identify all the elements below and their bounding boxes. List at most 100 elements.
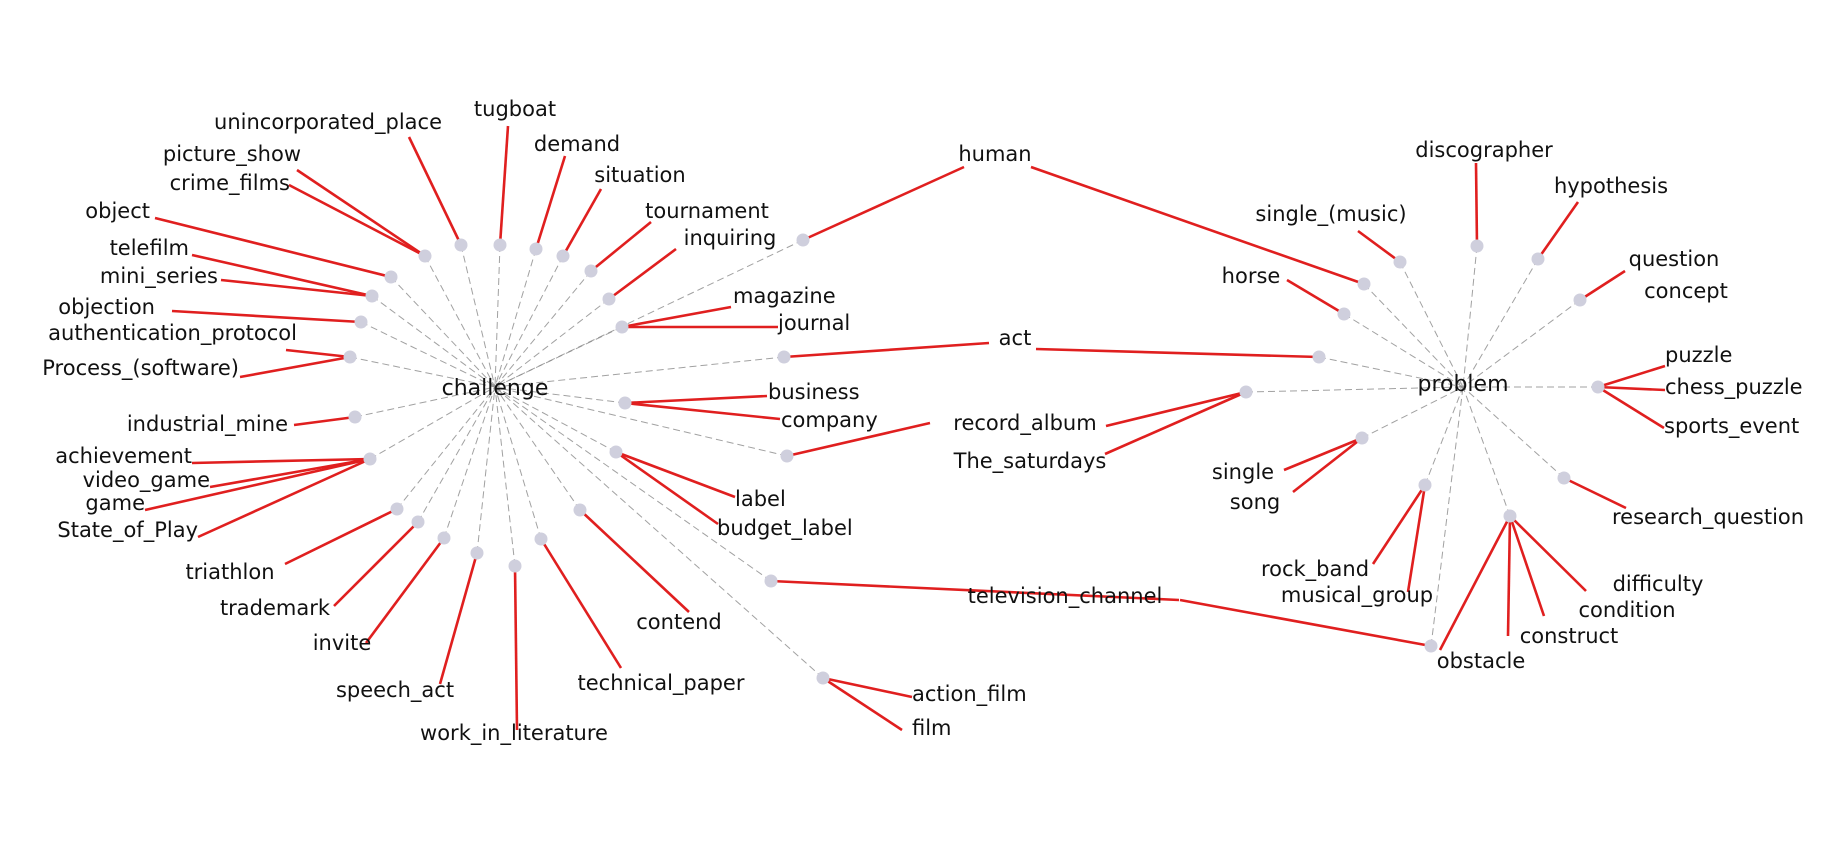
graph-node[interactable] bbox=[1503, 509, 1517, 523]
spoke-edge bbox=[1462, 258, 1539, 388]
leader-line bbox=[539, 538, 623, 669]
spoke-edge bbox=[1318, 356, 1464, 388]
node-label: magazine bbox=[733, 284, 836, 308]
spoke-edge bbox=[460, 244, 496, 388]
graph-node[interactable] bbox=[390, 502, 404, 516]
graph-node[interactable] bbox=[411, 515, 425, 529]
node-label: mini_series bbox=[100, 264, 218, 289]
spoke-edge bbox=[1245, 386, 1464, 393]
leader-line bbox=[1030, 165, 1365, 286]
leader-line bbox=[534, 155, 567, 250]
graph-node[interactable] bbox=[529, 242, 543, 256]
node-label: telefilm bbox=[110, 236, 189, 260]
graph-node[interactable] bbox=[1531, 252, 1545, 266]
hub-label-challenge: challenge bbox=[442, 376, 549, 401]
leader-line bbox=[621, 305, 732, 329]
graph-node[interactable] bbox=[418, 249, 432, 263]
spoke-edge bbox=[476, 386, 496, 554]
leader-line bbox=[1292, 436, 1363, 494]
node-label: puzzle bbox=[1665, 343, 1732, 367]
node-label: company bbox=[781, 408, 878, 432]
leader-line bbox=[1509, 515, 1587, 592]
leader-line bbox=[615, 450, 719, 526]
graph-node[interactable] bbox=[777, 350, 791, 364]
graph-node[interactable] bbox=[437, 531, 451, 545]
leader-line bbox=[1508, 515, 1546, 617]
spoke-edge bbox=[1361, 386, 1464, 439]
spoke-edge bbox=[494, 255, 564, 388]
spoke-edge bbox=[494, 386, 542, 540]
node-label: chess_puzzle bbox=[1665, 375, 1803, 400]
graph-node[interactable] bbox=[1418, 478, 1432, 492]
graph-node[interactable] bbox=[609, 445, 623, 459]
graph-node[interactable] bbox=[363, 452, 377, 466]
leader-line bbox=[786, 421, 931, 458]
leader-line bbox=[1563, 476, 1627, 510]
graph-node[interactable] bbox=[602, 292, 616, 306]
node-label: obstacle bbox=[1437, 649, 1526, 673]
graph-node[interactable] bbox=[1355, 431, 1369, 445]
node-label: single bbox=[1212, 460, 1274, 484]
graph-node[interactable] bbox=[1312, 350, 1326, 364]
spoke-edge bbox=[494, 239, 804, 388]
graph-node[interactable] bbox=[584, 264, 598, 278]
node-label: act bbox=[999, 326, 1032, 350]
graph-node[interactable] bbox=[493, 238, 507, 252]
node-label: contend bbox=[636, 610, 722, 634]
graph-node[interactable] bbox=[1337, 307, 1351, 321]
node-label: human bbox=[958, 142, 1031, 166]
leader-line bbox=[220, 278, 373, 298]
graph-node[interactable] bbox=[454, 238, 468, 252]
graph-node[interactable] bbox=[508, 559, 522, 573]
node-label: business bbox=[768, 380, 860, 404]
graph-node[interactable] bbox=[573, 503, 587, 517]
graph-node[interactable] bbox=[816, 671, 830, 685]
spoke-edge bbox=[1424, 386, 1464, 486]
node-label: research_question bbox=[1612, 505, 1804, 530]
graph-node[interactable] bbox=[348, 410, 362, 424]
graph-node[interactable] bbox=[1393, 255, 1407, 269]
leader-line bbox=[209, 457, 371, 489]
graph-node[interactable] bbox=[615, 320, 629, 334]
graph-node[interactable] bbox=[1557, 471, 1571, 485]
spoke-edge bbox=[369, 386, 496, 460]
spoke-edge bbox=[494, 386, 788, 457]
node-label: achievement bbox=[55, 444, 192, 468]
node-label: work_in_literature bbox=[420, 721, 608, 746]
graph-node[interactable] bbox=[470, 546, 484, 560]
graph-node[interactable] bbox=[1424, 639, 1438, 653]
graph-node[interactable] bbox=[343, 350, 357, 364]
graph-node[interactable] bbox=[1239, 385, 1253, 399]
graph-node[interactable] bbox=[1591, 380, 1605, 394]
leader-line bbox=[561, 188, 603, 257]
leader-line bbox=[239, 355, 351, 379]
node-label: invite bbox=[313, 631, 372, 655]
graph-node[interactable] bbox=[1470, 239, 1484, 253]
graph-node[interactable] bbox=[354, 315, 368, 329]
node-label: situation bbox=[594, 163, 685, 187]
leader-line bbox=[1283, 436, 1363, 472]
spoke-edge bbox=[494, 356, 785, 388]
graph-node[interactable] bbox=[780, 449, 794, 463]
node-label: concept bbox=[1644, 279, 1728, 303]
node-label: construct bbox=[1520, 624, 1619, 648]
graph-node[interactable] bbox=[1357, 277, 1371, 291]
leader-line bbox=[770, 579, 1180, 602]
graph-node[interactable] bbox=[618, 396, 632, 410]
graph-node[interactable] bbox=[1573, 293, 1587, 307]
spoke-edge bbox=[494, 386, 772, 582]
node-label: musical_group bbox=[1281, 583, 1433, 608]
spoke-edge bbox=[390, 276, 496, 388]
graph-node[interactable] bbox=[556, 249, 570, 263]
node-label: song bbox=[1230, 490, 1280, 514]
graph-node[interactable] bbox=[384, 270, 398, 284]
node-label: inquiring bbox=[684, 226, 777, 250]
graph-node[interactable] bbox=[534, 532, 548, 546]
node-label: budget_label bbox=[717, 516, 853, 541]
graph-node[interactable] bbox=[365, 289, 379, 303]
spoke-edge bbox=[1430, 386, 1464, 647]
graph-node[interactable] bbox=[764, 574, 778, 588]
node-label: question bbox=[1629, 247, 1720, 271]
graph-node[interactable] bbox=[796, 233, 810, 247]
graph-nodes bbox=[343, 233, 1605, 685]
